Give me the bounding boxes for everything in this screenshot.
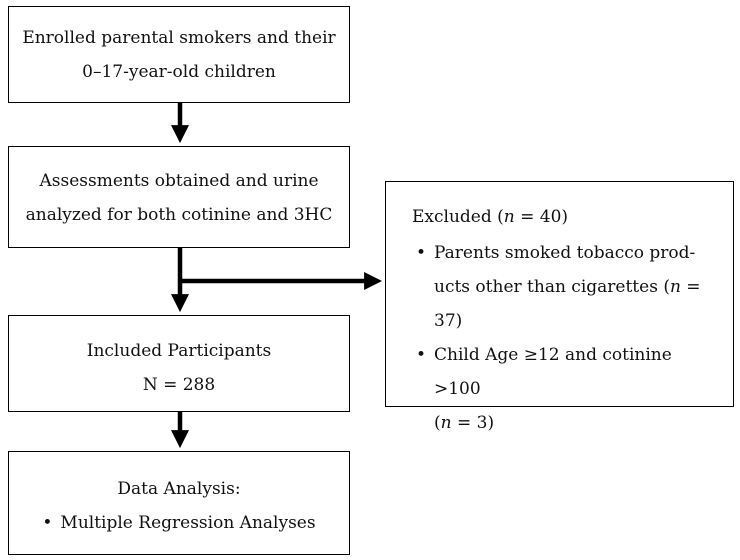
excluded-item-tobacco-line-1: Parents smoked tobacco prod- [434, 243, 696, 263]
excluded-box: Excluded (n = 40) Parents smoked tobacco… [385, 181, 734, 433]
excluded-item-age: Child Age ≥12 and cotinine >100 (n = 3) [412, 338, 723, 440]
excluded-item-age-prefix: ( [434, 413, 441, 433]
excluded-item-age-suffix: = 3) [451, 413, 495, 433]
excluded-item-tobacco-suffix: = 37) [434, 277, 701, 331]
analysis-bullet-text: Multiple Regression Analyses [60, 513, 316, 533]
assessments-line-2: analyzed for both cotinine and 3HC [25, 205, 333, 225]
excluded-item-tobacco: Parents smoked tobacco prod- ucts other … [412, 236, 723, 338]
excluded-item-tobacco-line-2: ucts other than cigarettes (n = 37) [434, 270, 723, 338]
analysis-title: Data Analysis: [117, 479, 241, 499]
included-count: N = 288 [142, 375, 216, 395]
excluded-title-suffix: = 40) [514, 207, 569, 227]
enrolled-line-2: 0–17-year-old children [82, 62, 276, 82]
included-box: Included Participants N = 288 [8, 315, 350, 412]
excluded-item-tobacco-n: n [669, 277, 681, 297]
enrolled-line-1: Enrolled parental smokers and their [22, 28, 336, 48]
analysis-bullet-item: • Multiple Regression Analyses [9, 506, 349, 540]
excluded-title: Excluded (n = 40) [412, 200, 723, 234]
excluded-item-tobacco-prefix: ucts other than cigarettes ( [434, 277, 670, 297]
excluded-title-n: n [503, 207, 515, 227]
excluded-item-age-line-2: (n = 3) [434, 406, 723, 440]
excluded-title-prefix: Excluded ( [412, 207, 504, 227]
assessments-box: Assessments obtained and urine analyzed … [8, 146, 350, 248]
excluded-item-age-n: n [440, 413, 452, 433]
analysis-box: Data Analysis: • Multiple Regression Anal… [8, 451, 350, 555]
excluded-item-age-line-1: Child Age ≥12 and cotinine >100 [434, 345, 672, 399]
included-title: Included Participants [86, 341, 272, 361]
assessments-line-1: Assessments obtained and urine [39, 171, 319, 191]
bullet-icon: • [42, 513, 53, 533]
enrolled-box: Enrolled parental smokers and their 0–17… [8, 6, 350, 103]
